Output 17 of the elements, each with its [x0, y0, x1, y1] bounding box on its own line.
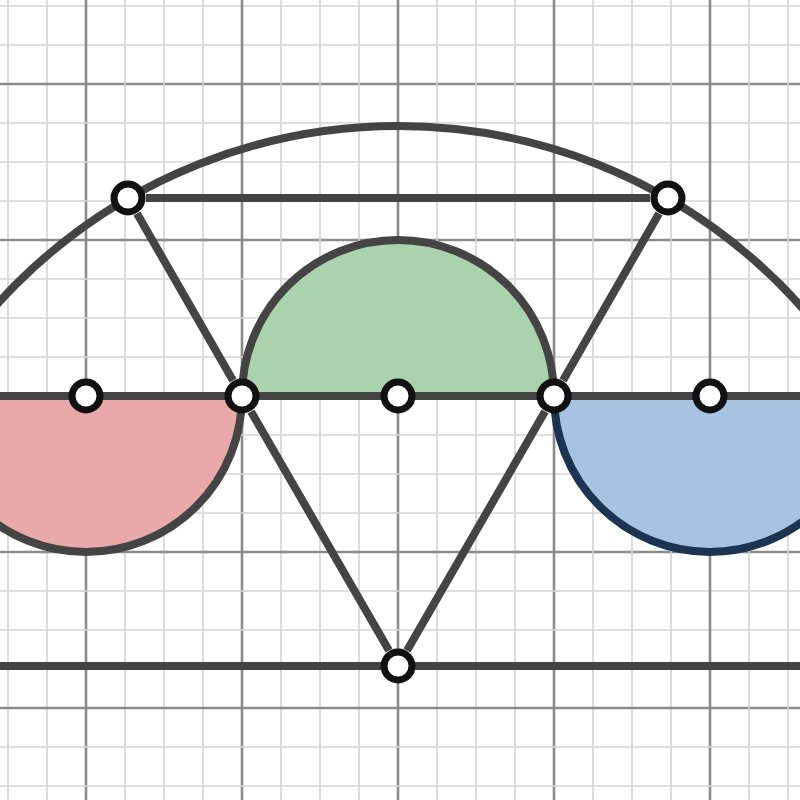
point-marker: [650, 180, 686, 216]
point-marker: [110, 180, 146, 216]
point-marker: [536, 378, 572, 414]
line-segment: [146, 194, 650, 202]
line-segment: [247, 409, 393, 653]
point-marker: [692, 378, 728, 414]
line-segment: [403, 409, 549, 653]
line-segment: [104, 392, 224, 400]
point-marker: [380, 378, 416, 414]
point-marker: [380, 648, 416, 684]
point-marker: [224, 378, 260, 414]
line-segment: [572, 392, 692, 400]
line-segment: [416, 392, 536, 400]
line-segment: [559, 211, 663, 383]
line-segment: [133, 211, 237, 383]
line-segment: [260, 392, 380, 400]
point-marker: [68, 378, 104, 414]
